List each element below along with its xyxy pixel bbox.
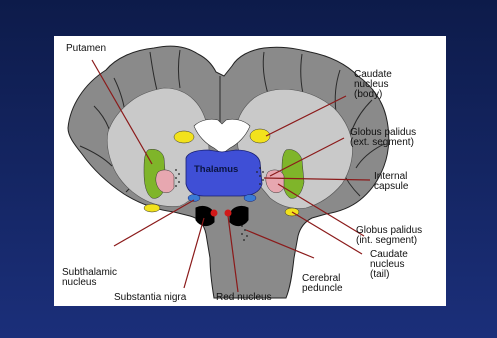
pointer-caudate-tail [292,212,362,254]
figure-panel: Thalamus Putamen Caudate nucleus (body) … [54,36,446,306]
caudate-tail-label: Caudate nucleus (tail) [370,250,408,280]
gp-int-label: Globus palidus (int. segment) [356,226,422,246]
cerebral-peduncle-label-line2: peduncle [302,284,343,294]
caudate-body-left [174,131,194,143]
subthalamic-label: Subthalamic nucleus [62,268,117,288]
thalamus-label: Thalamus [194,164,238,175]
red-nucleus-right [225,210,232,217]
putamen-right [282,149,304,198]
caudate-tail-label-line3: (tail) [370,270,408,280]
caudate-body-label-line3: (body) [354,90,392,100]
caudate-tail-left [144,204,160,212]
gp-ext-label: Globus palidus (ext. segment) [350,128,416,148]
substantia-nigra-label: Substantia nigra [114,293,186,303]
internal-capsule-label: Internal capsule [374,172,408,192]
subthalamic-label-line2: nucleus [62,278,117,288]
red-nucleus-label: Red nucleus [216,293,272,303]
putamen-label: Putamen [66,44,106,54]
internal-capsule-label-line2: capsule [374,182,408,192]
gp-ext-label-line2: (ext. segment) [350,138,416,148]
gp-int-label-line2: (int. segment) [356,236,422,246]
red-nucleus-left [211,210,218,217]
subthalamic-nucleus-right [244,195,256,202]
pointer-substantia-nigra [184,218,204,288]
cerebral-peduncle-label: Cerebral peduncle [302,274,343,294]
caudate-body-label: Caudate nucleus (body) [354,70,392,100]
